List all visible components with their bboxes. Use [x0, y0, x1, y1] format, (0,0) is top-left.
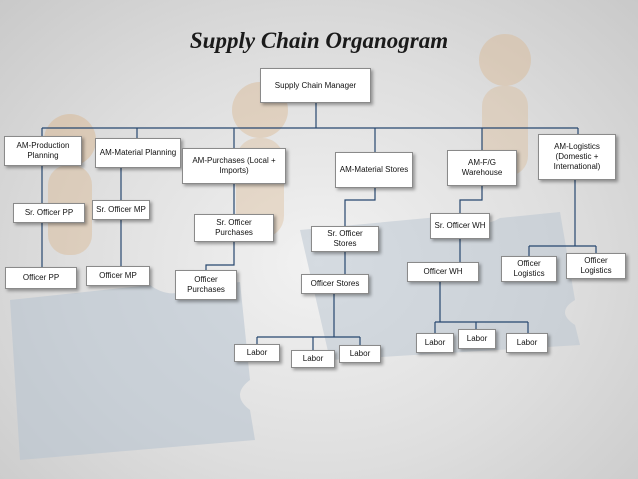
- node-officer-logistics-2: Officer Logistics: [566, 253, 626, 279]
- node-sr-officer-pp: Sr. Officer PP: [13, 203, 85, 223]
- node-officer-stores: Officer Stores: [301, 274, 369, 294]
- puzzle-piece-left: [10, 282, 255, 460]
- node-am-material-stores: AM-Material Stores: [335, 152, 413, 188]
- node-am-logistics: AM-Logistics (Domestic + International): [538, 134, 616, 180]
- node-stores-labor-1: Labor: [234, 344, 280, 362]
- node-am-material-planning: AM-Material Planning: [95, 138, 181, 168]
- node-stores-labor-3: Labor: [339, 345, 381, 363]
- node-supply-chain-manager: Supply Chain Manager: [260, 68, 371, 103]
- node-officer-wh: Officer WH: [407, 262, 479, 282]
- node-officer-mp: Officer MP: [86, 266, 150, 286]
- connector-am-fg-to-sr-wh: [459, 186, 483, 213]
- node-am-production-planning: AM-Production Planning: [4, 136, 82, 166]
- node-sr-officer-mp: Sr. Officer MP: [92, 200, 150, 220]
- node-am-fg-warehouse: AM-F/G Warehouse: [447, 150, 517, 186]
- node-sr-officer-stores: Sr. Officer Stores: [311, 226, 379, 252]
- node-sr-officer-purchases: Sr. Officer Purchases: [194, 214, 274, 242]
- node-officer-purchases: Officer Purchases: [175, 270, 237, 300]
- node-wh-labor-3: Labor: [506, 333, 548, 353]
- page-title: Supply Chain Organogram: [189, 28, 449, 53]
- figure-head-right: [479, 34, 531, 86]
- node-wh-labor-2: Labor: [458, 329, 496, 349]
- connector-sr-purchases-to-officer-purchases: [205, 242, 235, 270]
- node-officer-pp: Officer PP: [5, 267, 77, 289]
- connector-am-stores-to-sr-stores: [344, 188, 376, 226]
- node-am-purchases: AM-Purchases (Local + Imports): [182, 148, 286, 184]
- node-wh-labor-1: Labor: [416, 333, 454, 353]
- node-officer-logistics-1: Officer Logistics: [501, 256, 557, 282]
- node-stores-labor-2: Labor: [291, 350, 335, 368]
- node-sr-officer-wh: Sr. Officer WH: [430, 213, 490, 239]
